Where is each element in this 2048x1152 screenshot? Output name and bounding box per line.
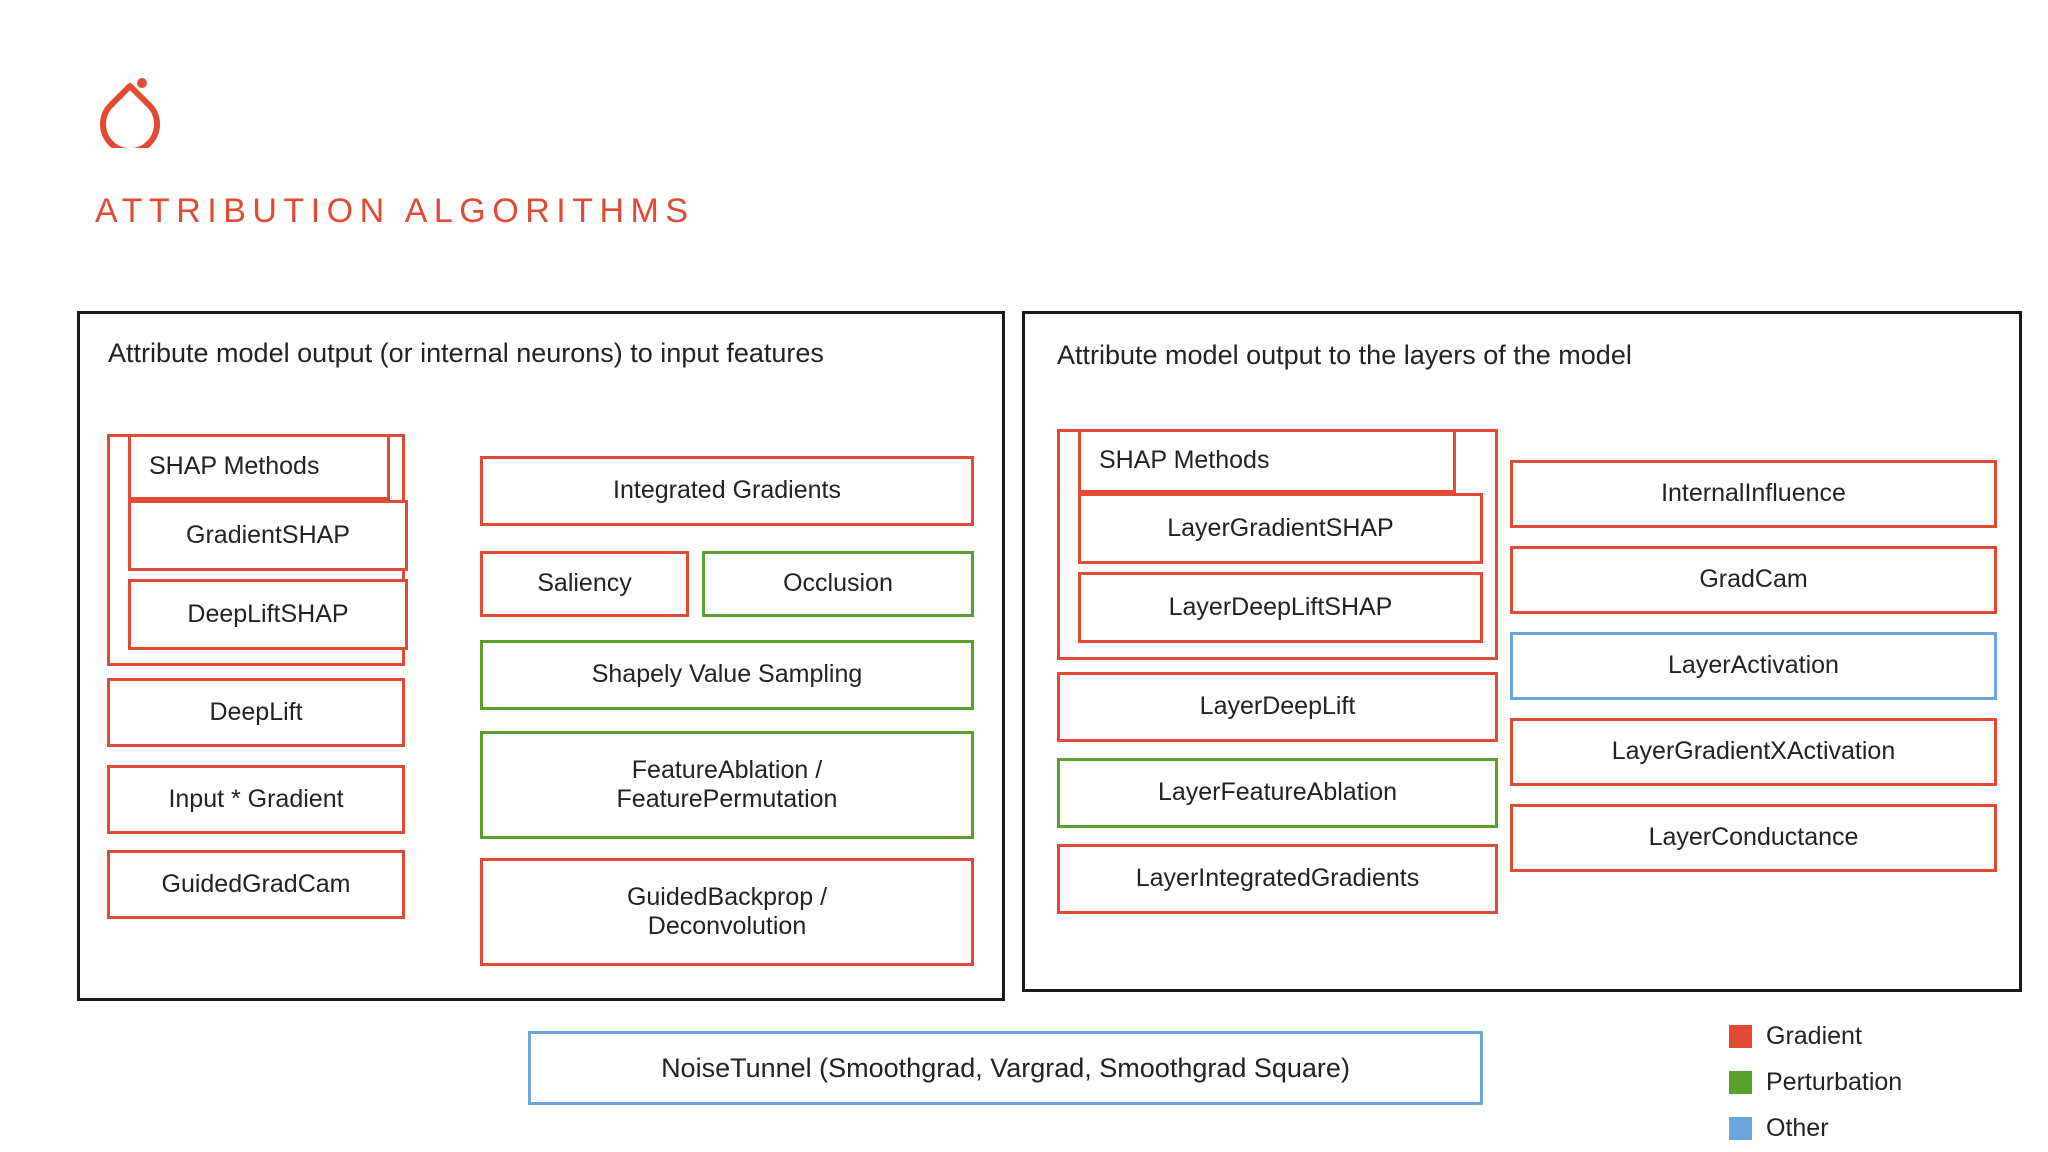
shap-methods-header-input[interactable]: SHAP Methods: [128, 434, 390, 500]
algorithm-box-integrated-gradients[interactable]: Integrated Gradients: [480, 456, 974, 526]
algorithm-box-internalinfluence-2[interactable]: InternalInfluence: [1510, 460, 1997, 528]
shap-methods-group-layer: SHAP Methods LayerGradientSHAP LayerDeep…: [1057, 429, 1498, 660]
algorithm-box-occlusion[interactable]: Occlusion: [702, 551, 974, 617]
algorithm-box-layerconductance[interactable]: LayerConductance: [1510, 804, 1997, 872]
panel-left-caption: Attribute model output (or internal neur…: [108, 338, 824, 368]
algorithm-box-deepliftshap[interactable]: DeepLiftSHAP: [128, 579, 408, 650]
algorithm-box-layergradientxactivation[interactable]: LayerGradientXActivation: [1510, 718, 1997, 786]
legend-swatch-other: [1729, 1116, 1752, 1140]
shap-methods-header-layer[interactable]: SHAP Methods: [1078, 429, 1456, 493]
algorithm-box-layerfeatureablation[interactable]: LayerFeatureAblation: [1057, 758, 1498, 828]
algorithm-box-feature-ablation-permutation[interactable]: FeatureAblation / FeaturePermutation: [480, 731, 974, 839]
algorithm-box-noisetunnel[interactable]: NoiseTunnel (Smoothgrad, Vargrad, Smooth…: [528, 1031, 1483, 1105]
shap-methods-group-input: SHAP Methods GradientSHAP DeepLiftSHAP: [107, 434, 408, 666]
algorithm-box-layerdeeplift[interactable]: LayerDeepLift: [1057, 672, 1498, 742]
legend-swatch-gradient: [1729, 1024, 1752, 1048]
legend-swatch-perturbation: [1729, 1070, 1752, 1094]
panel-right-caption: Attribute model output to the layers of …: [1057, 340, 1632, 370]
page-title: ATTRIBUTION ALGORITHMS: [95, 192, 695, 230]
algorithm-box-saliency[interactable]: Saliency: [480, 551, 689, 617]
algorithm-box-shapely-value-sampling[interactable]: Shapely Value Sampling: [480, 640, 974, 710]
panel-layer-attribution: Attribute model output to the layers of …: [1022, 311, 2022, 992]
algorithm-box-input-times-gradient[interactable]: Input * Gradient: [107, 765, 405, 834]
legend: Gradient Perturbation Other: [1729, 1013, 1989, 1151]
algorithm-box-layerdeepliftshap[interactable]: LayerDeepLiftSHAP: [1078, 572, 1483, 643]
algorithm-box-layerintegratedgradients[interactable]: LayerIntegratedGradients: [1057, 844, 1498, 914]
legend-item-perturbation: Perturbation: [1729, 1059, 1989, 1105]
algorithm-box-guidedgradcam[interactable]: GuidedGradCam: [107, 850, 405, 919]
algorithm-box-gradientshap[interactable]: GradientSHAP: [128, 500, 408, 571]
algorithm-box-gradcam[interactable]: GradCam: [1510, 546, 1997, 614]
pytorch-flame-icon: [95, 68, 165, 148]
panel-input-attribution: Attribute model output (or internal neur…: [77, 311, 1005, 1001]
legend-label-gradient: Gradient: [1766, 1021, 1862, 1050]
algorithm-box-layergradientshap[interactable]: LayerGradientSHAP: [1078, 493, 1483, 564]
legend-item-gradient: Gradient: [1729, 1013, 1989, 1059]
algorithm-box-deeplift[interactable]: DeepLift: [107, 678, 405, 747]
algorithm-box-guidedbackprop-deconvolution[interactable]: GuidedBackprop / Deconvolution: [480, 858, 974, 966]
legend-label-perturbation: Perturbation: [1766, 1067, 1903, 1096]
legend-item-other: Other: [1729, 1105, 1989, 1151]
legend-label-other: Other: [1766, 1113, 1829, 1142]
algorithm-box-layeractivation[interactable]: LayerActivation: [1510, 632, 1997, 700]
